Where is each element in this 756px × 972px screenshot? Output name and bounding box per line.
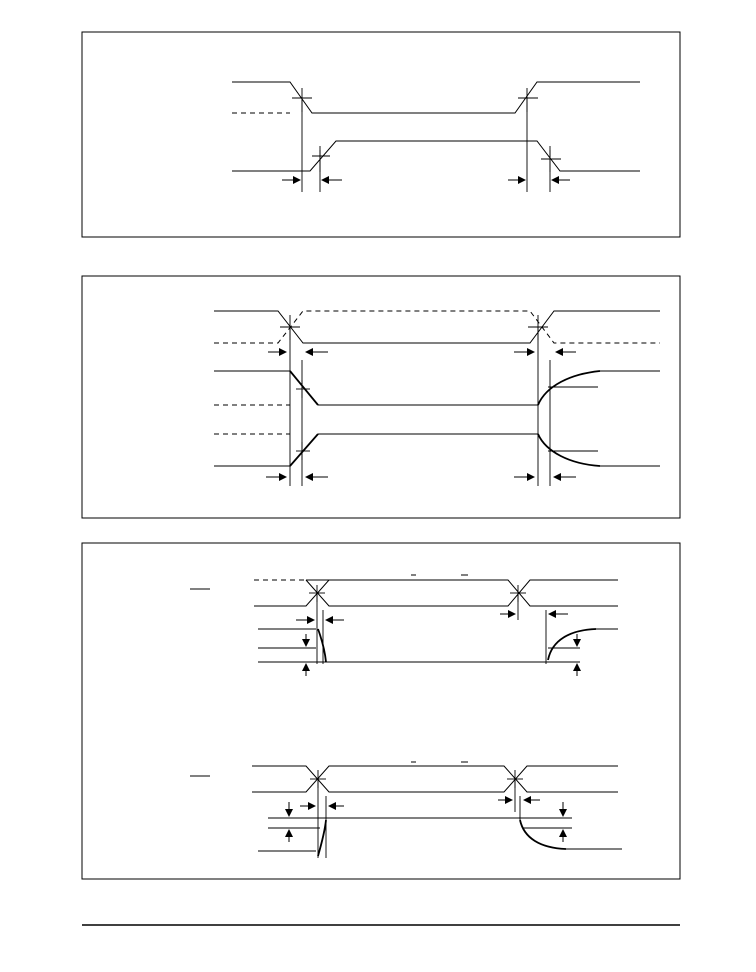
panel-3b-edge-right <box>519 819 567 850</box>
panel-3a-waveform-main <box>254 579 618 607</box>
panel-2-frame <box>81 275 681 519</box>
panel-1-crosshair-3 <box>518 88 538 112</box>
panel-3b-edge-left <box>317 819 327 857</box>
panel-3b-waveform-main <box>252 765 618 793</box>
panel-2-waveform-a-dashed <box>214 310 660 344</box>
panel-1-waveform-lower <box>232 140 640 172</box>
timing-panel-1 <box>81 31 681 238</box>
panel-2-crosshair-3 <box>296 380 310 398</box>
timing-panel-3 <box>81 542 681 880</box>
panel-2-waveform-c-rise <box>289 433 319 467</box>
panel-3a-edge-right <box>547 628 597 661</box>
panel-2-waveform-a <box>214 310 660 344</box>
panel-1-waveform-upper <box>232 81 640 114</box>
timing-panel-2 <box>81 275 681 519</box>
panel-2-waveform-c-fall <box>537 433 601 467</box>
panel-1-frame <box>81 31 681 238</box>
panel-3a-waveform-comp <box>305 579 618 607</box>
panel-2-waveform-b-rise <box>537 370 601 406</box>
panel-3-frame <box>81 542 681 880</box>
panel-2-waveform-b-fall <box>289 370 319 406</box>
panel-3a-edge-left <box>317 628 327 663</box>
panel-3b-waveform-comp <box>252 765 618 793</box>
